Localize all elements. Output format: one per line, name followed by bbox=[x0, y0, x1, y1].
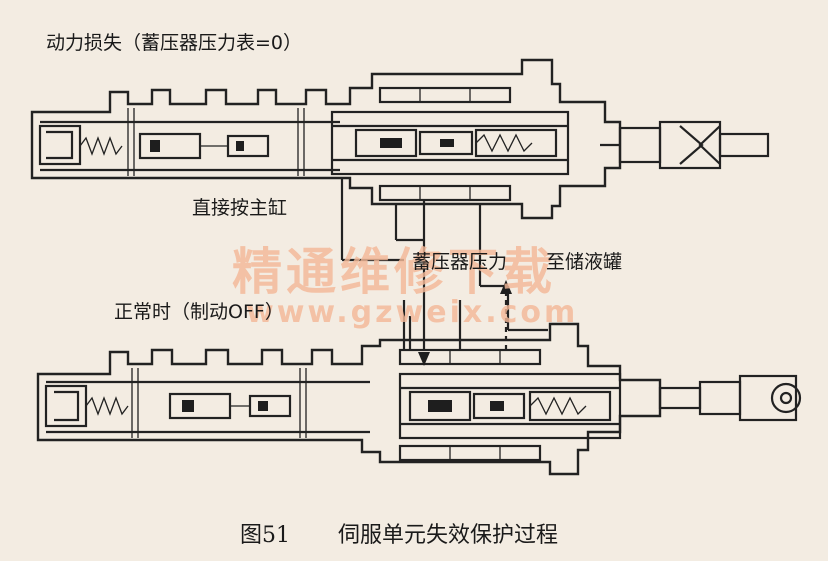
bottom-unit-housing bbox=[36, 322, 662, 476]
watermark: 精通维修下载 www.gzweix.com bbox=[232, 243, 578, 330]
to-reservoir-label: 至储液罐 bbox=[546, 251, 622, 273]
direct-press-label: 直接按主缸 bbox=[192, 197, 287, 219]
bottom-state-label: 正常时（制动OFF） bbox=[114, 301, 284, 323]
top-unit-housing bbox=[30, 58, 622, 220]
top-servo-unit bbox=[30, 58, 770, 220]
bottom-servo-unit bbox=[36, 322, 802, 476]
hydraulic-lines bbox=[340, 178, 548, 366]
figure-number: 图51 bbox=[240, 523, 290, 548]
watermark-url: www.gzweix.com bbox=[246, 295, 578, 330]
figure-title: 伺服单元失效保护过程 bbox=[338, 523, 558, 548]
top-state-label: 动力损失（蓄压器压力表=0） bbox=[46, 32, 302, 54]
watermark-name: 精通维修下载 bbox=[232, 243, 556, 301]
accumulator-pressure-label: 蓄压器压力 bbox=[412, 251, 507, 273]
